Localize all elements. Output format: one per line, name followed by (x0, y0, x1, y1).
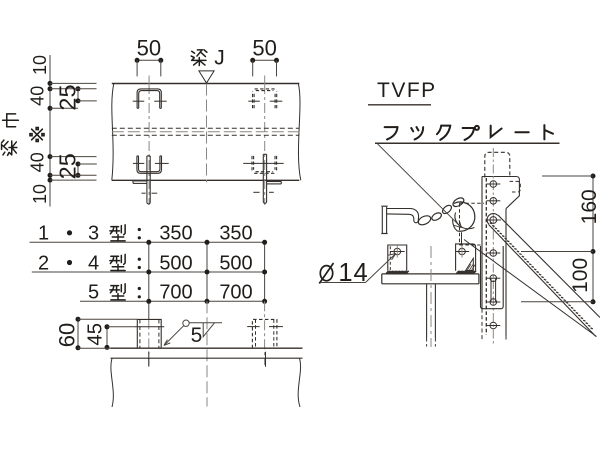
svg-text:40: 40 (28, 152, 48, 172)
svg-text:5: 5 (191, 324, 203, 347)
svg-text:500: 500 (159, 252, 192, 274)
svg-text:700: 700 (219, 282, 252, 304)
svg-text:10: 10 (30, 184, 50, 204)
svg-text:5: 5 (88, 282, 99, 304)
svg-text:350: 350 (219, 223, 252, 245)
svg-text:2: 2 (38, 252, 49, 274)
svg-text:TVFP: TVFP (377, 79, 437, 102)
svg-text:40: 40 (28, 86, 48, 106)
svg-text:500: 500 (219, 252, 252, 274)
svg-text:10: 10 (30, 55, 50, 75)
svg-text:100: 100 (569, 258, 592, 293)
svg-text:50: 50 (252, 36, 276, 61)
svg-text:25: 25 (55, 153, 81, 179)
svg-text:350: 350 (159, 223, 192, 245)
svg-text:160: 160 (578, 189, 600, 224)
svg-text:25: 25 (55, 84, 81, 110)
svg-text:4: 4 (88, 252, 99, 274)
svg-text:700: 700 (159, 282, 192, 304)
svg-text:J: J (214, 47, 225, 70)
svg-text:45: 45 (85, 323, 107, 346)
svg-text:60: 60 (55, 323, 80, 347)
svg-text:3: 3 (88, 223, 99, 245)
svg-text:50: 50 (137, 36, 161, 61)
svg-text:1: 1 (38, 223, 49, 245)
